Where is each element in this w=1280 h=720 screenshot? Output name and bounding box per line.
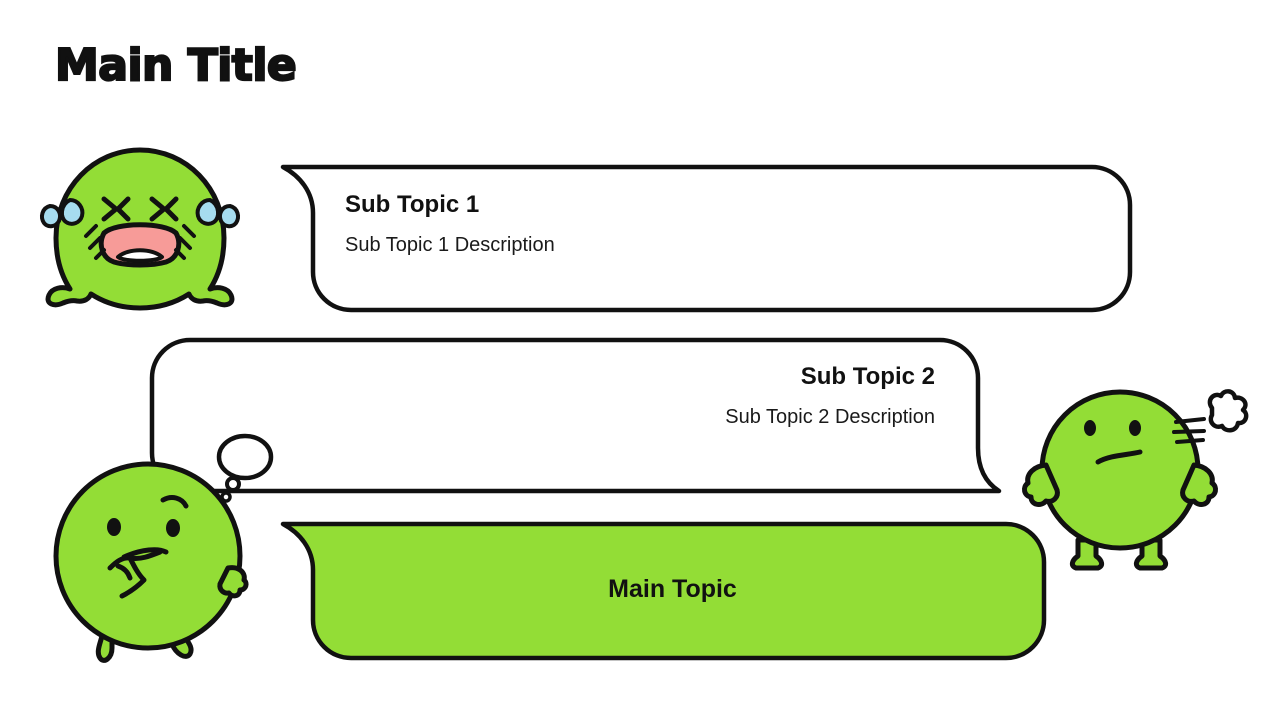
bubble-3-title: Main Topic: [608, 575, 737, 603]
bubble-2-text-block: Sub Topic 2 Sub Topic 2 Description: [500, 363, 935, 429]
bubble-1-description: Sub Topic 1 Description: [345, 234, 555, 257]
bubble-1-title: Sub Topic 1: [345, 191, 480, 218]
bubble-1-shape[interactable]: [280, 164, 1133, 313]
frustrated-blob-character: [1021, 389, 1249, 571]
page-title: Main Title: [54, 40, 298, 91]
thought-bubble-dots: [216, 433, 274, 503]
bubble-3-text-block: Main Topic: [315, 575, 1030, 604]
bubble-1-text-block: Sub Topic 1 Sub Topic 1 Description: [345, 191, 555, 257]
bubble-3-shape[interactable]: [280, 521, 1047, 661]
bubble-2-description: Sub Topic 2 Description: [725, 406, 935, 429]
thinking-blob-character: [53, 461, 249, 663]
crying-blob-character: [40, 147, 240, 311]
bubble-2-title: Sub Topic 2: [800, 363, 935, 390]
